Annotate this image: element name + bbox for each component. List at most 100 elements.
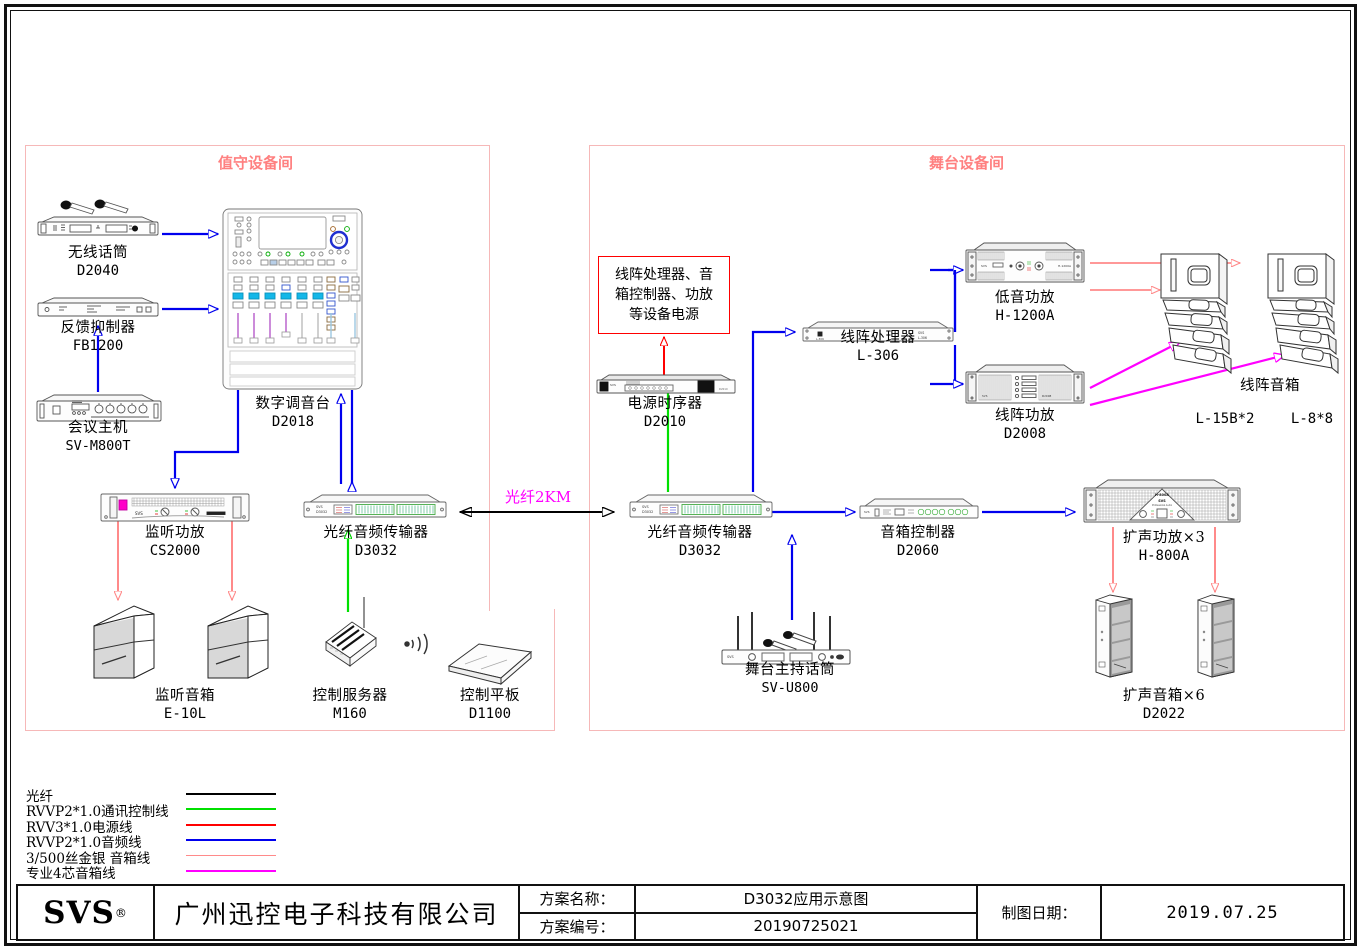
monitor-speaker-right <box>202 600 272 685</box>
feedback-suppressor-name: 反馈抑制器 <box>60 320 136 336</box>
svg-text:D3032: D3032 <box>316 510 327 514</box>
control-server-name: 控制服务器 <box>312 688 388 704</box>
legend-line-power <box>186 823 276 826</box>
pa-amp-name: 扩声功放×3 <box>1122 530 1206 546</box>
power-note-box: 线阵处理器、音 箱控制器、功放 等设备电源 <box>598 256 730 334</box>
svg-text:SVS: SVS <box>135 511 143 516</box>
fiber-transmitter-right-model: D3032 <box>678 542 722 559</box>
power-sequencer-label: 电源时序器 D2010 <box>605 396 725 431</box>
stage-host-mic-model: SV-U800 <box>761 679 819 696</box>
bass-amp-label: 低音功放 H-1200A <box>965 290 1085 325</box>
speaker-controller-label: 音箱控制器 D2060 <box>858 525 978 560</box>
fiber-transmitter-left-model: D3032 <box>354 542 398 559</box>
monitor-amp-name: 监听功放 <box>145 525 205 541</box>
pa-speaker-right <box>1194 592 1238 680</box>
monitor-amp-label: 监听功放 CS2000 <box>115 525 235 560</box>
wireless-mic-device <box>30 195 166 243</box>
control-server-label: 控制服务器 M160 <box>290 688 410 723</box>
control-tablet-name: 控制平板 <box>460 688 520 704</box>
digital-mixer-label: 数字调音台 D2018 <box>233 396 353 431</box>
svg-text:SVS: SVS <box>610 383 616 387</box>
line-array-amp-model: D2008 <box>1003 425 1047 442</box>
power-note-line1: 线阵处理器、音 <box>615 266 713 283</box>
svg-text:SVS: SVS <box>316 505 323 509</box>
speaker-controller-device: SVS <box>855 496 983 522</box>
legend-line-speaker-thin <box>186 854 276 856</box>
legend-label-speaker-thin: 3/500丝金银 音箱线 <box>26 850 151 867</box>
legend-label-speaker-pro: 专业4芯音箱线 <box>26 865 116 882</box>
draw-date-value: 2019.07.25 <box>1166 902 1279 923</box>
line-array-cluster-left <box>1155 250 1260 410</box>
speaker-controller-model: D2060 <box>896 542 940 559</box>
digital-mixer-device <box>221 207 364 392</box>
room-right-title: 舞台设备间 <box>929 154 1005 172</box>
monitor-speaker-name: 监听音箱 <box>155 688 215 704</box>
conference-host-device <box>28 392 168 424</box>
pa-speaker-name: 扩声音箱×6 <box>1122 688 1206 704</box>
drawing-frame-outer <box>4 4 1357 946</box>
legend-line-speaker-pro <box>186 869 276 872</box>
conference-host-label: 会议主机 SV-M800T <box>38 420 158 454</box>
fiber-transmitter-left-label: 光纤音频传输器 D3032 <box>300 525 452 560</box>
stage-host-mic-device: SVS <box>716 608 856 668</box>
power-sequencer-device: SVS D2010 <box>593 373 738 397</box>
fiber-transmitter-right-name: 光纤音频传输器 <box>647 525 753 541</box>
room-left-duty-lower <box>25 609 555 731</box>
conference-host-name: 会议主机 <box>68 420 128 436</box>
plan-name-key: 方案名称： <box>520 886 634 914</box>
line-array-amp-name: 线阵功放 <box>995 408 1055 424</box>
line-array-amp-label: 线阵功放 D2008 <box>965 408 1085 443</box>
monitor-speaker-left <box>88 600 158 685</box>
pa-speaker-left <box>1092 592 1136 680</box>
svg-text:SVS: SVS <box>982 394 988 398</box>
legend-line-control <box>186 808 276 811</box>
svg-text:SVS: SVS <box>727 655 734 659</box>
line-array-speaker-model-a: L-15B*2 <box>1180 411 1270 428</box>
fiber-transmitter-left-name: 光纤音频传输器 <box>323 525 429 541</box>
control-server-device <box>318 592 382 667</box>
feedback-suppressor-device <box>30 293 166 321</box>
svg-text:D3032: D3032 <box>642 510 653 514</box>
monitor-speaker-model: E-10L <box>163 705 207 722</box>
room-left-duty <box>25 145 490 611</box>
digital-mixer-model: D2018 <box>271 413 315 430</box>
monitor-amp-model: CS2000 <box>149 542 201 559</box>
stage-host-mic-name: 舞台主持话筒 <box>745 662 835 678</box>
legend-line-audio <box>186 839 276 842</box>
line-array-processor-label: 线阵处理器 L-306 <box>818 330 938 365</box>
wireless-mic-label: 无线话筒 D2040 <box>38 245 158 280</box>
conference-host-model: SV-M800T <box>65 437 131 454</box>
legend-line-fiber <box>186 793 276 795</box>
line-array-amp-device: SVS D2008 <box>960 362 1090 412</box>
control-tablet-model: D1100 <box>468 705 512 722</box>
plan-name-value: D3032应用示意图 <box>636 886 976 914</box>
svg-text:SVS: SVS <box>642 505 649 509</box>
speaker-controller-name: 音箱控制器 <box>880 525 956 541</box>
svg-text:D2008: D2008 <box>1042 394 1051 398</box>
line-array-speaker-model-b: L-8*8 <box>1272 411 1352 428</box>
brand-registered-mark: ® <box>114 905 128 920</box>
plan-number-value: 20190725021 <box>753 917 859 936</box>
room-left-title: 值守设备间 <box>218 154 294 172</box>
svg-text:L-306: L-306 <box>918 336 927 340</box>
power-note-line3: 等设备电源 <box>629 307 699 324</box>
line-array-processor-model: L-306 <box>856 347 900 364</box>
svg-text:L-306: L-306 <box>816 337 824 341</box>
plan-key-column: 方案名称： 方案编号： <box>520 886 636 939</box>
wireless-mic-model: D2040 <box>76 262 120 279</box>
wifi-icon <box>400 626 434 656</box>
svg-text:H-1200A: H-1200A <box>1058 264 1072 268</box>
monitor-speaker-label: 监听音箱 E-10L <box>125 688 245 723</box>
feedback-suppressor-label: 反馈抑制器 FB1200 <box>38 320 158 355</box>
svg-text:D2010: D2010 <box>719 387 728 391</box>
legend-label-audio: RVVP2*1.0音频线 <box>26 835 142 852</box>
brand-logo-text: SVS <box>43 894 115 931</box>
plan-number-key: 方案编号： <box>539 917 615 936</box>
line-array-speaker-model1: L-15B*2 <box>1195 411 1255 427</box>
room-right-stage <box>589 145 1345 731</box>
control-tablet-device <box>445 638 535 692</box>
digital-mixer-name: 数字调音台 <box>255 396 331 412</box>
